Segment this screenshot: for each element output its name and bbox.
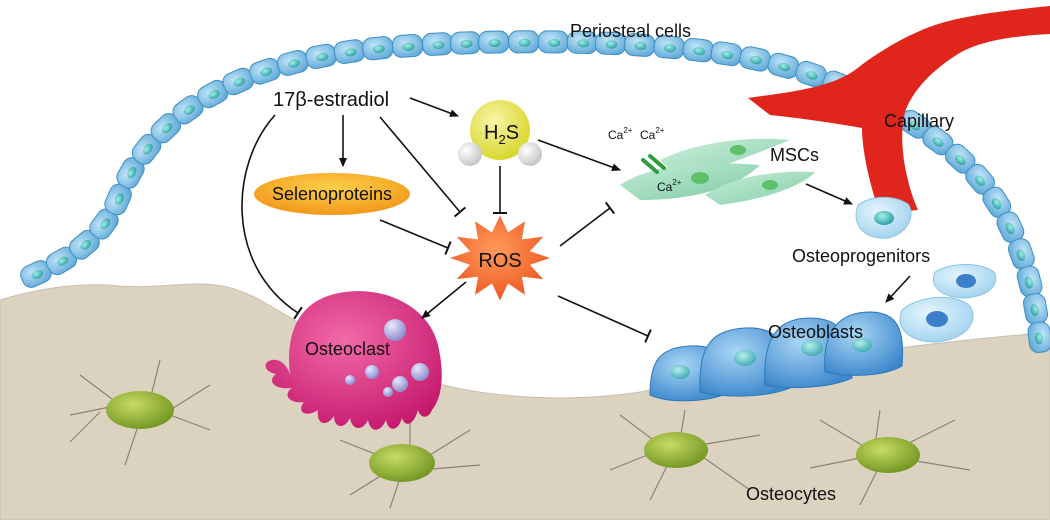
periosteal-cell [537, 30, 569, 54]
label-periosteal-cells: Periosteal cells [570, 21, 691, 41]
selenoproteins-ellipse [254, 173, 410, 215]
ros-burst [450, 215, 550, 301]
inhibit-estradiol-ros [379, 116, 466, 218]
label-osteoblasts: Osteoblasts [768, 322, 863, 342]
periosteal-cell [508, 30, 540, 54]
osteoclast-cell [265, 291, 442, 430]
periosteal-cell [421, 32, 454, 56]
periosteal-cell [305, 43, 337, 70]
pathway-arrows [241, 97, 911, 343]
periosteal-cell [450, 31, 482, 55]
inhibit-estradiol-osteoclast [241, 114, 303, 320]
periosteal-cell [767, 52, 800, 79]
ca-2-text: Ca [640, 128, 656, 142]
label-h2s: H2S [484, 122, 519, 147]
osteocyte-2 [339, 413, 481, 509]
periosteal-cell [276, 49, 309, 76]
label-ca-1: Ca2+ [608, 126, 633, 142]
periosteal-cell [362, 36, 394, 61]
osteoprogenitor-cells [855, 196, 997, 343]
inhibit-selenoproteins-ros [379, 219, 452, 255]
periosteal-cell [333, 39, 366, 64]
label-estradiol: 17β-estradiol [273, 89, 389, 111]
periosteal-cell [197, 79, 229, 109]
periosteal-cell [1016, 265, 1043, 298]
arrow-estradiol-h2s [409, 97, 459, 117]
inhibit-ros-osteoblasts [557, 295, 652, 343]
periosteal-cell [922, 125, 954, 156]
periosteal-cell [1027, 321, 1050, 353]
h2s-s: S [506, 122, 519, 144]
periosteal-cell [795, 60, 827, 88]
label-ros: ROS [478, 250, 521, 272]
ca-1-charge: 2+ [623, 126, 632, 135]
h2s-subscript: 2 [498, 132, 505, 147]
mscs-cluster [620, 138, 815, 205]
osteoblast-layer [649, 311, 904, 402]
label-osteoprogenitors: Osteoprogenitors [792, 246, 930, 266]
h2s-molecule [458, 100, 542, 166]
bone-matrix [0, 283, 1050, 520]
label-ca-3: Ca2+ [657, 178, 682, 194]
periosteal-cell [20, 260, 52, 288]
arrow-ros-osteoclast [421, 281, 467, 319]
periosteal-cell [104, 183, 132, 216]
periosteal-cell [249, 57, 281, 85]
periosteal-cell [478, 30, 510, 54]
periosteal-cell [566, 30, 598, 55]
osteocyte-1 [69, 359, 211, 466]
periosteal-cell [1022, 293, 1049, 325]
periosteal-cell [653, 35, 685, 60]
ca-3-charge: 2+ [672, 178, 681, 187]
label-osteocytes: Osteocytes [746, 484, 836, 504]
periosteal-cell [172, 95, 204, 125]
osteocyte-3 [609, 409, 761, 501]
label-selenoproteins: Selenoproteins [272, 184, 392, 204]
label-capillary: Capillary [884, 111, 954, 131]
capillary [748, 6, 1050, 214]
periosteal-cell [391, 33, 424, 58]
ca-3-text: Ca [657, 180, 673, 194]
label-mscs: MSCs [770, 145, 819, 165]
label-ca-2: Ca2+ [640, 126, 665, 142]
periosteal-cell [710, 41, 743, 67]
h2s-h: H [484, 122, 498, 144]
label-osteoclast: Osteoclast [305, 339, 390, 359]
arrow-h2s-mscs [537, 139, 621, 172]
ca-2-charge: 2+ [655, 126, 664, 135]
periosteal-cell [682, 37, 714, 63]
inhibit-ros-mscs [559, 201, 616, 247]
periosteal-cell [739, 46, 771, 72]
ca-1-text: Ca [608, 128, 624, 142]
osteocyte-4 [809, 409, 971, 506]
arrow-osteoprogenitors-osteoblasts [885, 275, 911, 303]
arrow-mscs-osteoprogenitors [805, 183, 853, 205]
